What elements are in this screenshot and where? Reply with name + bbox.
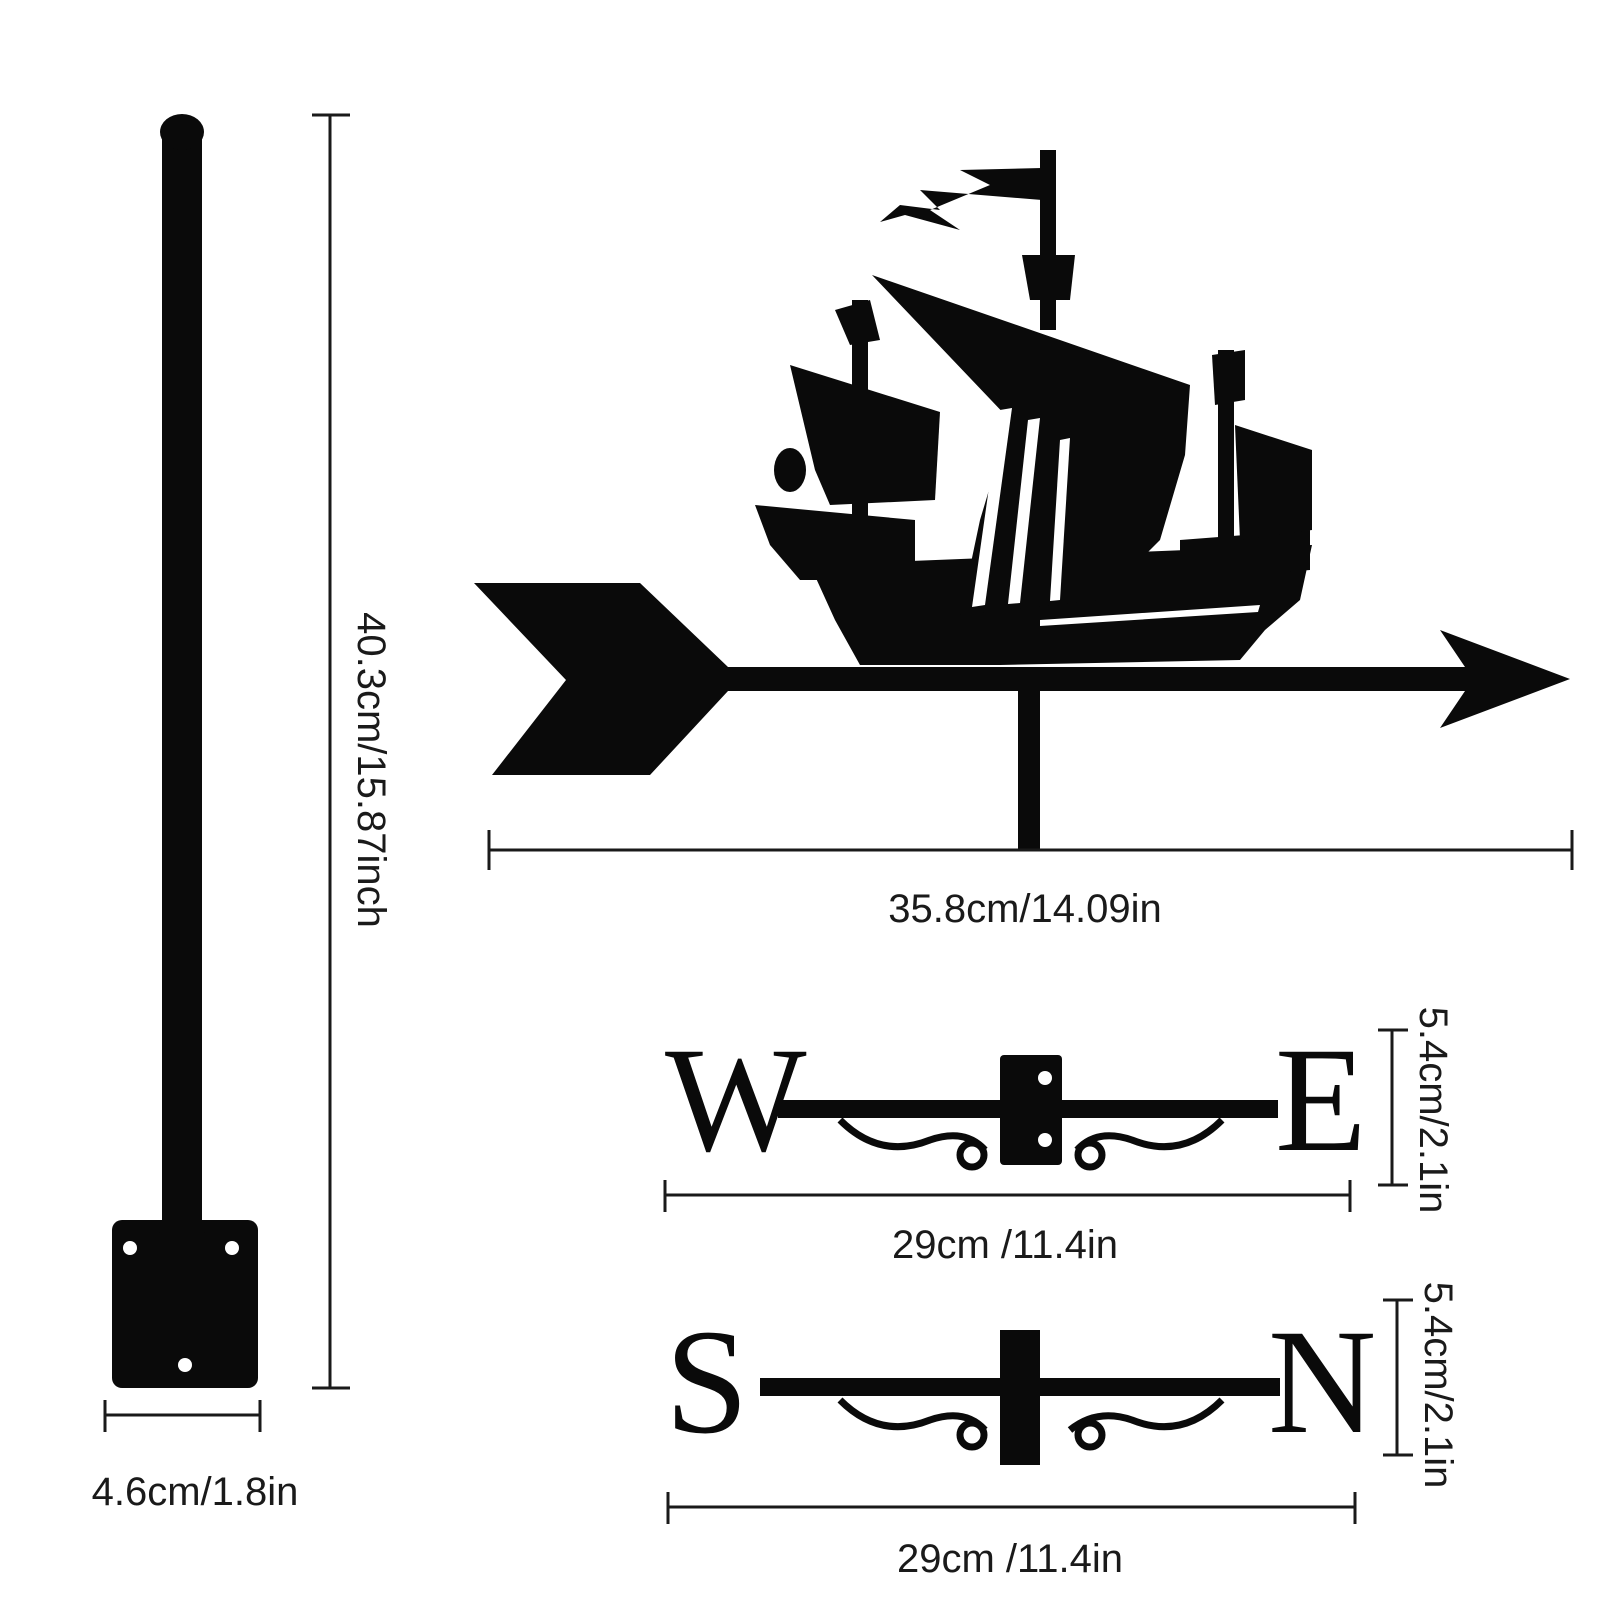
right-castle bbox=[1180, 530, 1310, 580]
vane-rod bbox=[1018, 690, 1040, 850]
we-height-label: 5.4cm/2.1in bbox=[1411, 1007, 1455, 1214]
pole-height-dimension: 40.3cm/15.87inch bbox=[312, 113, 393, 1390]
main-mast bbox=[1040, 150, 1056, 330]
we-bar-mount bbox=[1000, 1055, 1062, 1165]
we-direction-bar: W E bbox=[665, 1017, 1367, 1183]
we-width-label: 29cm /11.4in bbox=[892, 1223, 1118, 1267]
we-height-dimension: 5.4cm/2.1in bbox=[1378, 1007, 1455, 1214]
arrow-head bbox=[1420, 630, 1570, 728]
pole-bracket bbox=[156, 1232, 208, 1332]
base-width-dimension: 4.6cm/1.8in bbox=[92, 1400, 299, 1514]
vane-width-label: 35.8cm/14.09in bbox=[888, 887, 1162, 931]
sn-width-dimension: 29cm /11.4in bbox=[666, 1492, 1357, 1581]
north-letter: N bbox=[1268, 1299, 1376, 1465]
we-left-scroll bbox=[837, 1117, 988, 1153]
sn-width-label: 29cm /11.4in bbox=[897, 1537, 1123, 1581]
base-hole-top-left bbox=[123, 1241, 137, 1255]
left-lantern bbox=[774, 448, 806, 492]
arrow-tail bbox=[474, 583, 728, 775]
east-letter: E bbox=[1275, 1017, 1367, 1183]
we-width-dimension: 29cm /11.4in bbox=[663, 1180, 1352, 1267]
pole-height-label: 40.3cm/15.87inch bbox=[349, 612, 393, 928]
south-letter: S bbox=[665, 1299, 748, 1465]
left-castle bbox=[755, 505, 915, 580]
base-hole-bottom bbox=[178, 1358, 192, 1372]
pole-shaft bbox=[162, 132, 202, 1332]
sn-left-scroll bbox=[837, 1397, 988, 1433]
right-mast-top bbox=[1212, 350, 1245, 405]
pennant-flag bbox=[880, 168, 1042, 230]
crows-nest bbox=[1022, 255, 1075, 300]
sn-direction-bar: S N bbox=[665, 1299, 1376, 1465]
sn-height-dimension: 5.4cm/2.1in bbox=[1383, 1282, 1460, 1489]
we-right-scroll bbox=[1074, 1117, 1225, 1153]
sn-height-label: 5.4cm/2.1in bbox=[1416, 1282, 1460, 1489]
pole-cap bbox=[160, 114, 204, 150]
mounting-pole bbox=[112, 114, 258, 1388]
main-sail-stripes bbox=[972, 408, 1260, 626]
left-mast bbox=[852, 300, 868, 520]
arrow-shaft bbox=[700, 667, 1430, 691]
sn-bar-mount bbox=[1000, 1330, 1040, 1465]
vane-width-dimension: 35.8cm/14.09in bbox=[487, 830, 1574, 931]
ship-vane bbox=[474, 150, 1570, 850]
right-sail bbox=[1235, 425, 1312, 540]
sn-right-scroll bbox=[1067, 1397, 1225, 1433]
left-mast-flag bbox=[835, 300, 880, 345]
base-width-label: 4.6cm/1.8in bbox=[92, 1470, 299, 1514]
base-hole-top-right bbox=[225, 1241, 239, 1255]
